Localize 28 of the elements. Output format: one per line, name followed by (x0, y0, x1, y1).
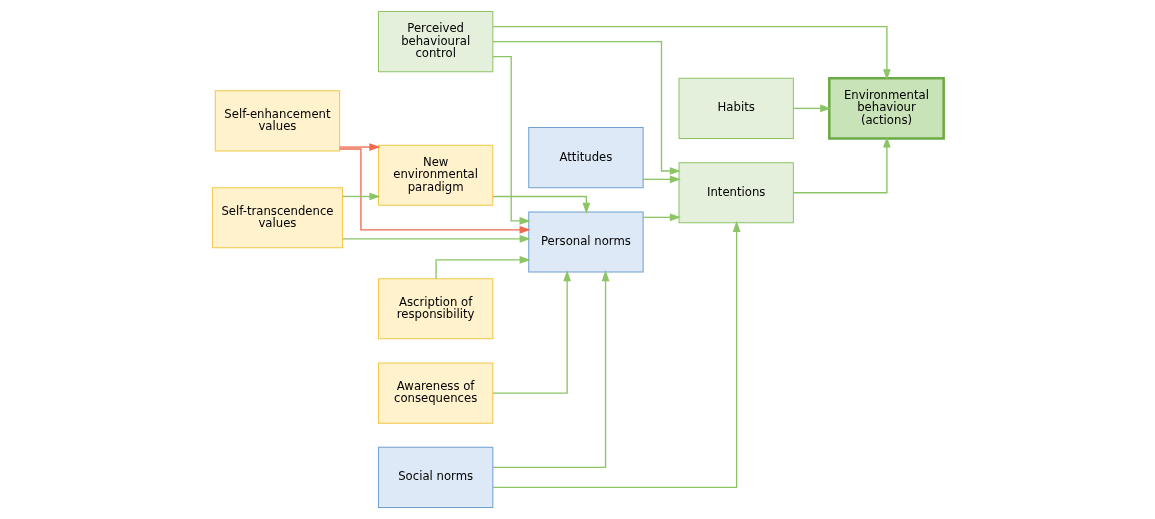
arrow (491, 270, 609, 469)
node-box: Environmental behaviour (actions) (827, 77, 945, 140)
arrow (792, 104, 831, 113)
node-box: Attitudes (527, 127, 644, 189)
node-box: Self-transcendence values (211, 187, 343, 249)
arrow (338, 143, 380, 151)
arrow (491, 25, 891, 81)
node-box: Perceived behavioural control (377, 11, 493, 73)
arrow (642, 175, 681, 184)
arrow (491, 40, 681, 175)
node-box: Personal norms (527, 211, 644, 273)
node-box: Awareness of consequences (377, 362, 493, 424)
arrow (491, 195, 590, 214)
arrow (491, 220, 740, 489)
arrow (341, 192, 380, 201)
arrow (338, 148, 531, 234)
node-box: Self-enhancement values (214, 90, 340, 152)
arrow (491, 55, 531, 225)
arrow (792, 136, 891, 194)
node-box: New environmental paradigm (377, 144, 493, 206)
arrow (434, 256, 531, 280)
node-box: Ascription of responsibility (377, 278, 493, 340)
arrow (491, 270, 571, 394)
arrow (642, 213, 681, 222)
node-box: Social norms (377, 446, 493, 508)
node-box: Intentions (678, 162, 794, 224)
arrow (341, 234, 531, 243)
node-box: Habits (678, 77, 794, 139)
